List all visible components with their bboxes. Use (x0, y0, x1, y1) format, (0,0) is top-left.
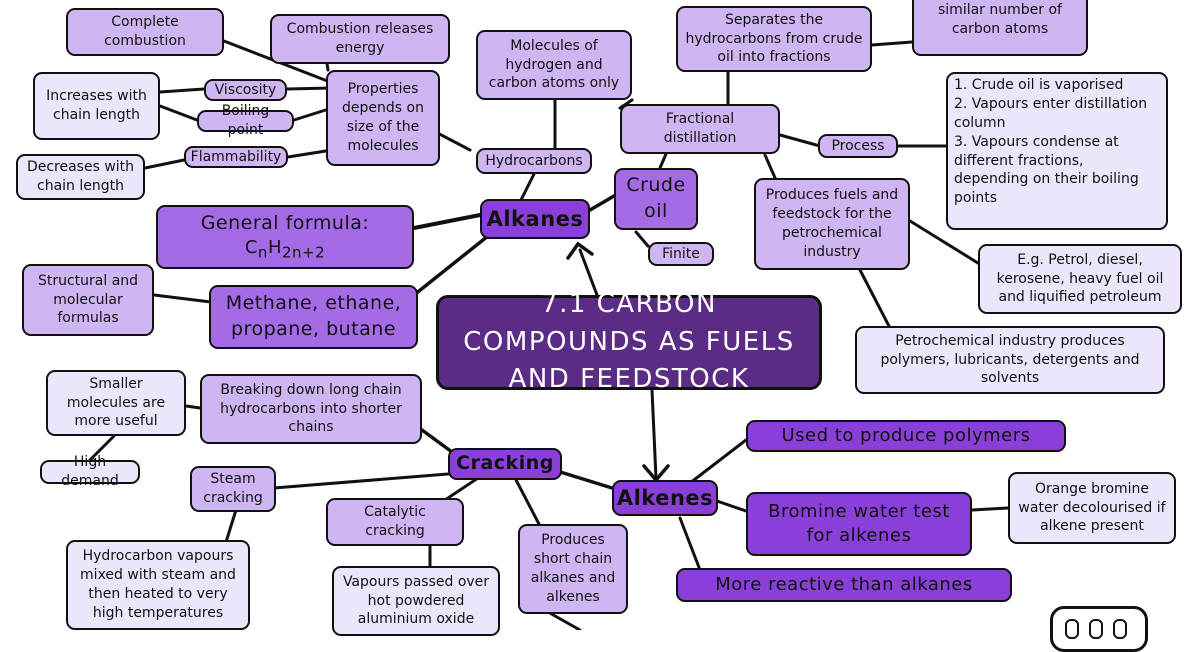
catalytic-cracking-text: Catalytic cracking (364, 504, 426, 539)
alkane-examples-text: Methane, ethane, propane, butane (225, 292, 402, 340)
complete-combustion-node: Complete combustion (66, 8, 224, 56)
smaller-useful-node: Smaller molecules are more useful (46, 370, 186, 436)
more-reactive-text: More reactive than alkanes (715, 573, 973, 595)
steam-cracking-node: Steam cracking (190, 466, 276, 512)
more-reactive-node: More reactive than alkanes (676, 568, 1012, 602)
fractional-distillation-node: Fractional distillation (620, 104, 780, 154)
cropped-logo-part-3 (1113, 619, 1127, 639)
cracking-definition-node: Breaking down long chain hydrocarbons in… (200, 374, 422, 444)
formula-hydrogen: H (267, 237, 282, 259)
process-step-3: 3. Vapours condense at different fractio… (954, 133, 1139, 207)
steam-detail-node: Hydrocarbon vapours mixed with steam and… (66, 540, 250, 630)
alkenes-label: Alkenes (616, 485, 714, 510)
produces-fuels-text: Produces fuels and feedstock for the pet… (765, 187, 899, 260)
separates-text: Separates the hydrocarbons from crude oi… (685, 11, 863, 66)
similar-carbon-node: similar number of carbon atoms (912, 0, 1088, 56)
hydrocarbons-node: Hydrocarbons (476, 148, 592, 174)
general-formula-node: General formula: CnH2n+2 (156, 205, 414, 269)
flammability-node: Flammability (184, 146, 288, 168)
complete-combustion-text: Complete combustion (104, 14, 186, 49)
hydrocarbons-definition-text: Molecules of hydrogen and carbon atoms o… (488, 37, 620, 92)
increases-text: Increases with chain length (46, 88, 147, 123)
formulas-note-node: Structural and molecular formulas (22, 264, 154, 336)
catalytic-detail-node: Vapours passed over hot powdered alumini… (332, 566, 500, 636)
formulas-note-text: Structural and molecular formulas (37, 272, 139, 327)
boiling-point-text: Boiling point (221, 103, 270, 138)
fuel-examples-node: E.g. Petrol, diesel, kerosene, heavy fue… (978, 244, 1182, 314)
formula-carbon-subscript: n (257, 243, 268, 262)
formula-hydrogen-subscript: 2n+2 (281, 243, 326, 262)
properties-node: Properties depends on size of the molecu… (326, 70, 440, 166)
process-steps-node: 1. Crude oil is vaporised 2. Vapours ent… (946, 72, 1168, 230)
general-formula-expression: CnH2n+2 (245, 236, 325, 263)
central-topic: 7.1 CARBON COMPOUNDS AS FUELS AND FEEDST… (436, 289, 822, 394)
polymers-node: Used to produce polymers (746, 420, 1066, 452)
viscosity-node: Viscosity (204, 79, 287, 101)
polymers-text: Used to produce polymers (781, 424, 1031, 446)
alkenes-node: Alkenes (612, 480, 718, 516)
steam-detail-text: Hydrocarbon vapours mixed with steam and… (80, 548, 236, 621)
process-step-2: 2. Vapours enter distillation column (954, 95, 1148, 131)
process-text: Process (831, 137, 885, 154)
viscosity-text: Viscosity (214, 81, 277, 98)
bromine-detail-text: Orange bromine water decolourised if alk… (1018, 480, 1166, 535)
finite-text: Finite (662, 245, 700, 262)
decreases-text: Decreases with chain length (26, 159, 135, 194)
hydrocarbons-text: Hydrocarbons (485, 152, 583, 169)
combustion-releases-text: Combustion releases energy (286, 21, 434, 56)
catalytic-detail-text: Vapours passed over hot powdered alumini… (342, 573, 490, 628)
cracking-definition-text: Breaking down long chain hydrocarbons in… (220, 381, 402, 436)
increases-node: Increases with chain length (33, 72, 160, 140)
smaller-useful-text: Smaller molecules are more useful (66, 375, 166, 430)
properties-text: Properties depends on size of the molecu… (342, 81, 424, 154)
cracking-produces-text: Produces short chain alkanes and alkenes (530, 532, 616, 605)
process-step-1: 1. Crude oil is vaporised (954, 77, 1124, 93)
bromine-detail-node: Orange bromine water decolourised if alk… (1008, 472, 1176, 544)
hydrocarbons-definition-node: Molecules of hydrogen and carbon atoms o… (476, 30, 632, 100)
high-demand-node: High demand (40, 454, 140, 489)
central-topic-text: 7.1 CARBON COMPOUNDS AS FUELS AND FEEDST… (463, 288, 795, 395)
cropped-logo-part-2 (1089, 619, 1103, 639)
cropped-logo-part-1 (1065, 619, 1079, 639)
decreases-node: Decreases with chain length (16, 154, 145, 200)
crude-oil-text: Crude oil (626, 174, 686, 222)
finite-node: Finite (648, 242, 714, 266)
cracking-node: Cracking (448, 448, 562, 480)
process-node: Process (818, 134, 898, 158)
alkanes-node: Alkanes (480, 199, 590, 239)
crude-oil-node: Crude oil (614, 168, 698, 230)
separates-node: Separates the hydrocarbons from crude oi… (676, 6, 872, 72)
steam-cracking-text: Steam cracking (203, 471, 263, 506)
petrochemical-node: Petrochemical industry produces polymers… (855, 326, 1165, 394)
similar-carbon-text: similar number of carbon atoms (938, 2, 1062, 37)
bromine-test-text: Bromine water test for alkenes (768, 500, 950, 546)
cracking-label: Cracking (456, 452, 554, 475)
cracking-produces-node: Produces short chain alkanes and alkenes (518, 524, 628, 614)
high-demand-text: High demand (61, 454, 119, 489)
catalytic-cracking-node: Catalytic cracking (326, 498, 464, 546)
general-formula-label: General formula: (200, 211, 370, 234)
flammability-text: Flammability (190, 148, 282, 165)
cropped-logo-shape (1050, 606, 1148, 652)
petrochemical-text: Petrochemical industry produces polymers… (880, 332, 1140, 387)
alkane-examples-node: Methane, ethane, propane, butane (209, 285, 418, 349)
bromine-test-node: Bromine water test for alkenes (746, 492, 972, 556)
formula-carbon: C (244, 237, 258, 259)
produces-fuels-node: Produces fuels and feedstock for the pet… (754, 178, 910, 270)
boiling-point-node: Boiling point (197, 103, 294, 138)
combustion-releases-node: Combustion releases energy (270, 14, 450, 64)
fuel-examples-text: E.g. Petrol, diesel, kerosene, heavy fue… (996, 251, 1164, 306)
fractional-distillation-text: Fractional distillation (663, 111, 737, 146)
alkanes-label: Alkanes (486, 206, 584, 231)
